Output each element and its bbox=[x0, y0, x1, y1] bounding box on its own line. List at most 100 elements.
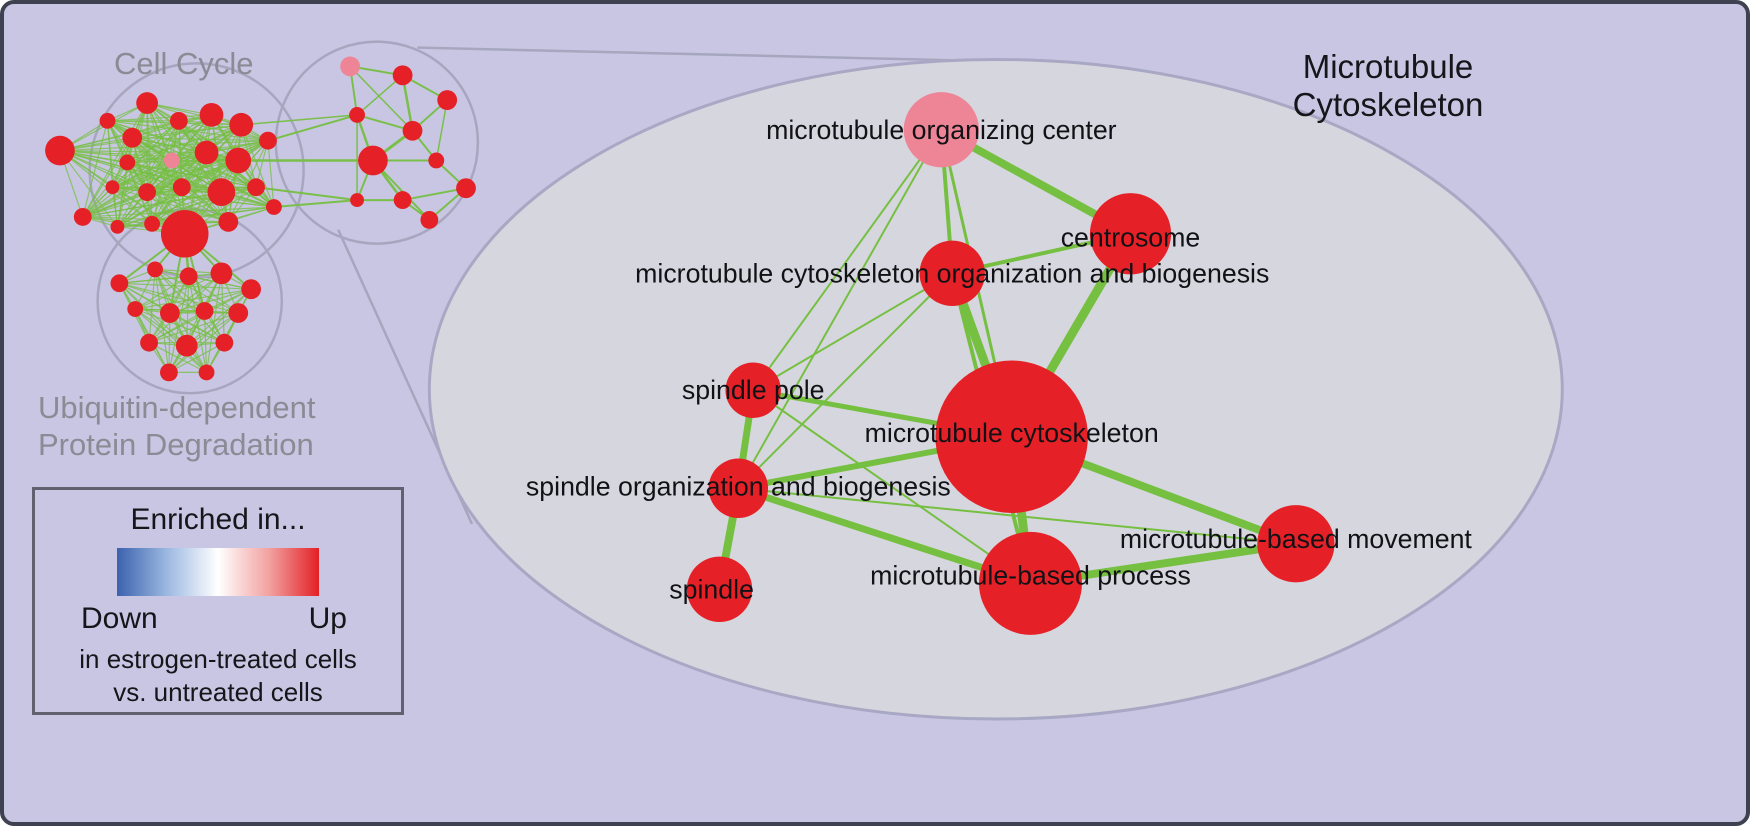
overview-node bbox=[241, 279, 262, 300]
overview-edge bbox=[118, 282, 188, 347]
cluster-outline-microtubule bbox=[274, 40, 480, 245]
overview-edge bbox=[82, 124, 242, 218]
detail-node-moc bbox=[903, 92, 979, 168]
detail-node-mc bbox=[935, 360, 1088, 514]
detail-node-mbp bbox=[978, 531, 1082, 635]
cluster-label-ubiquitin-line2: Protein Degradation bbox=[38, 426, 314, 462]
overview-edge bbox=[126, 124, 242, 164]
detail-edge bbox=[752, 389, 1032, 585]
detail-edge bbox=[737, 128, 943, 490]
detail-node-spindle-pole bbox=[725, 362, 781, 418]
detail-node-label-mbm: microtubule-based movement bbox=[1120, 524, 1473, 554]
overview-edge bbox=[82, 102, 148, 218]
overview-node bbox=[194, 140, 219, 165]
overview-edge bbox=[148, 342, 208, 373]
overview-edge bbox=[111, 159, 173, 188]
overview-edge bbox=[154, 268, 208, 373]
overview-edge bbox=[148, 310, 206, 344]
overview-edge bbox=[151, 120, 180, 225]
overview-edge bbox=[255, 186, 359, 202]
overview-node bbox=[122, 127, 143, 148]
overview-node bbox=[218, 211, 239, 232]
overview-node bbox=[215, 333, 234, 352]
overview-node bbox=[105, 180, 120, 195]
legend-caption: in estrogen-treated cells vs. untreated … bbox=[35, 643, 401, 708]
overview-edge bbox=[146, 151, 208, 193]
overview-node bbox=[350, 193, 364, 208]
overview-node bbox=[393, 191, 412, 209]
overview-edge bbox=[59, 149, 119, 228]
detail-node-label-spindle-pole: spindle pole bbox=[682, 375, 825, 405]
detail-cluster-title-line2: Cytoskeleton bbox=[1292, 85, 1484, 123]
overview-node bbox=[207, 178, 236, 207]
overview-node bbox=[45, 135, 75, 166]
detail-node-mbm bbox=[1257, 505, 1335, 583]
overview-node bbox=[179, 267, 198, 286]
detail-node-label-mbp: microtubule-based process bbox=[870, 560, 1191, 590]
overview-node bbox=[198, 364, 215, 381]
overview-node bbox=[140, 333, 159, 352]
cluster-outline-ubiquitin bbox=[96, 207, 284, 395]
detail-cluster-title-line1: Microtubule bbox=[1302, 48, 1474, 85]
overview-edge bbox=[118, 282, 239, 314]
overview-edge bbox=[82, 191, 148, 218]
overview-node bbox=[175, 334, 198, 357]
legend-caption-line1: in estrogen-treated cells bbox=[79, 644, 357, 674]
overview-edge bbox=[168, 272, 222, 373]
overview-edge bbox=[82, 161, 128, 218]
legend-title: Enriched in... bbox=[130, 503, 306, 536]
detail-node-label-spindle: spindle bbox=[669, 574, 754, 604]
overview-node bbox=[195, 302, 214, 320]
overview-node bbox=[210, 262, 233, 285]
detail-node-label-centrosome: centrosome bbox=[1061, 223, 1201, 253]
overview-node bbox=[225, 147, 252, 174]
overview-edge bbox=[59, 149, 208, 154]
cluster-label-ubiquitin: Ubiquitin-dependent Protein Degradation bbox=[38, 390, 316, 463]
legend-up-label: Up bbox=[308, 602, 347, 635]
overview-edge bbox=[169, 312, 225, 344]
overview-edge bbox=[111, 159, 239, 188]
overview-node bbox=[138, 183, 157, 202]
overview-edge bbox=[111, 151, 208, 188]
overview-edge bbox=[126, 114, 213, 164]
overview-edge bbox=[134, 308, 208, 373]
overview-edge bbox=[82, 120, 109, 218]
overview-edge bbox=[134, 275, 190, 310]
overview-node bbox=[110, 274, 129, 293]
detail-edge bbox=[752, 272, 954, 392]
overview-edge bbox=[205, 151, 275, 208]
overview-node bbox=[402, 120, 423, 141]
zoom-guide-line bbox=[417, 46, 1001, 63]
detail-node-label-moc: microtubule organizing center bbox=[766, 115, 1117, 145]
cluster-label-cell-cycle: Cell Cycle bbox=[114, 46, 254, 81]
overview-edge bbox=[134, 272, 222, 310]
overview-node bbox=[340, 56, 361, 77]
detail-edge bbox=[737, 272, 954, 490]
detail-node-label-sob: spindle organization and biogenesis bbox=[526, 471, 951, 501]
overview-edge bbox=[116, 191, 222, 228]
overview-node bbox=[144, 215, 160, 232]
overview-node bbox=[73, 208, 92, 226]
overview-node bbox=[110, 219, 125, 234]
overview-edge bbox=[168, 342, 225, 373]
legend-caption-line2: vs. untreated cells bbox=[113, 676, 323, 707]
network-canvas: microtubule organizing center centrosome m… bbox=[45, 40, 1564, 721]
overview-node bbox=[428, 152, 445, 169]
overview-node bbox=[358, 145, 388, 176]
overview-edge bbox=[116, 186, 183, 228]
overview-node bbox=[228, 303, 249, 323]
overview-node bbox=[163, 152, 180, 169]
overview-node bbox=[420, 210, 439, 229]
legend-axis-labels: Down Up bbox=[35, 600, 401, 636]
overview-node bbox=[99, 112, 116, 129]
overview-node bbox=[136, 92, 159, 114]
overview-edge bbox=[272, 199, 359, 209]
cluster-label-ubiquitin-line1: Ubiquitin-dependent bbox=[38, 390, 316, 425]
detail-edge bbox=[752, 128, 943, 392]
overview-node bbox=[229, 112, 254, 137]
overview-edge bbox=[356, 74, 404, 116]
overview-node bbox=[247, 178, 265, 197]
overview-node bbox=[437, 90, 458, 110]
overview-edge bbox=[116, 161, 128, 228]
